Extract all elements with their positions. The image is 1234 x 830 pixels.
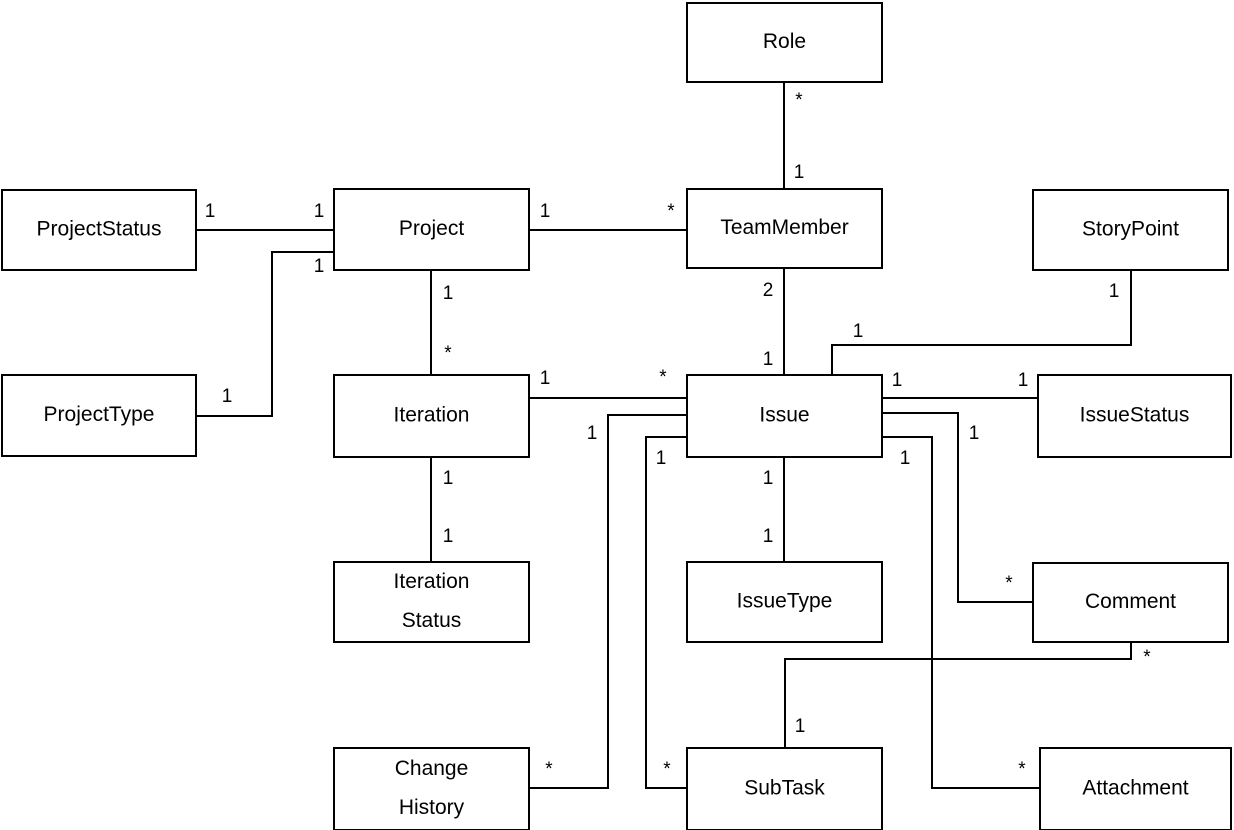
- multiplicity-label: 1: [969, 423, 980, 444]
- multiplicity-label: 2: [763, 280, 774, 301]
- entity-label: ProjectType: [44, 403, 155, 426]
- multiplicity-label: *: [1005, 573, 1013, 594]
- entity-label: StoryPoint: [1082, 218, 1179, 241]
- relationship-edge: [882, 436, 1040, 789]
- multiplicity-label: *: [1018, 759, 1026, 780]
- multiplicity-label: 1: [794, 162, 805, 183]
- entity-box-iteration[interactable]: Iteration: [333, 374, 530, 458]
- entity-rect[interactable]: [686, 188, 883, 269]
- multiplicity-label: 1: [763, 349, 774, 370]
- multiplicity-label: *: [663, 759, 671, 780]
- entity-rect[interactable]: [1037, 374, 1232, 458]
- multiplicity-label: 1: [540, 368, 551, 389]
- entity-rect[interactable]: [333, 188, 530, 271]
- relationship-edges-layer: [196, 82, 1132, 789]
- multiplicity-label: 1: [763, 526, 774, 547]
- multiplicity-labels-layer: 1 1 1 1 1 * * 1 2 1 1 * 1 * 1 1 1 1 1 1 1 1 1 1 1 1 * * 1 * * *: [205, 90, 1152, 780]
- entity-box-attachment[interactable]: Attachment: [1039, 747, 1232, 830]
- relationship-edge: [645, 436, 687, 789]
- multiplicity-label: 1: [892, 370, 903, 391]
- entity-box-issue[interactable]: Issue: [686, 374, 883, 458]
- entity-label: IssueStatus: [1080, 404, 1190, 427]
- multiplicity-label: *: [444, 343, 452, 364]
- entity-label: TeamMember: [720, 216, 848, 239]
- multiplicity-label: 1: [656, 448, 667, 469]
- entity-box-sub-task[interactable]: SubTask: [686, 747, 883, 830]
- entity-rect[interactable]: [686, 561, 883, 643]
- multiplicity-label: 1: [205, 201, 216, 222]
- entity-label: Status: [402, 609, 462, 632]
- entity-label: Iteration: [394, 570, 470, 593]
- entity-label: Issue: [759, 404, 809, 427]
- entity-rect[interactable]: [1039, 747, 1232, 830]
- entity-box-project[interactable]: Project: [333, 188, 530, 271]
- multiplicity-label: 1: [540, 201, 551, 222]
- entity-label: IssueType: [737, 590, 833, 613]
- entity-rect[interactable]: [1032, 189, 1229, 271]
- entity-rect[interactable]: [333, 747, 530, 830]
- entity-rect[interactable]: [333, 374, 530, 458]
- multiplicity-label: *: [795, 90, 803, 111]
- multiplicity-label: 1: [314, 201, 325, 222]
- multiplicity-label: *: [545, 759, 553, 780]
- entity-label: History: [399, 796, 465, 819]
- entity-rect[interactable]: [686, 374, 883, 458]
- entity-label: Attachment: [1082, 777, 1188, 800]
- entity-rect[interactable]: [1032, 562, 1229, 643]
- relationship-edge: [882, 412, 1033, 603]
- multiplicity-label: *: [667, 201, 675, 222]
- entity-box-comment[interactable]: Comment: [1032, 562, 1229, 643]
- multiplicity-label: 1: [587, 423, 598, 444]
- entity-box-team-member[interactable]: TeamMember: [686, 188, 883, 269]
- entity-label: Change: [395, 757, 469, 780]
- entity-box-role[interactable]: Role: [686, 2, 883, 83]
- multiplicity-label: 1: [314, 256, 325, 277]
- entity-box-project-type[interactable]: ProjectType: [1, 374, 197, 457]
- relationship-edge: [529, 414, 687, 789]
- multiplicity-label: *: [659, 367, 667, 388]
- entity-label: Project: [399, 217, 465, 240]
- multiplicity-label: *: [1143, 647, 1151, 668]
- entity-box-issue-status[interactable]: IssueStatus: [1037, 374, 1232, 458]
- multiplicity-label: 1: [763, 468, 774, 489]
- entity-label: Comment: [1085, 590, 1176, 613]
- entity-rect[interactable]: [686, 747, 883, 830]
- multiplicity-label: 1: [443, 468, 454, 489]
- multiplicity-label: 1: [853, 321, 864, 342]
- multiplicity-label: 1: [1109, 281, 1120, 302]
- relationship-edge: [831, 270, 1132, 375]
- entity-label: SubTask: [744, 777, 825, 800]
- multiplicity-label: 1: [900, 448, 911, 469]
- multiplicity-label: 1: [222, 386, 233, 407]
- entity-box-project-status[interactable]: ProjectStatus: [1, 189, 197, 271]
- multiplicity-label: 1: [1018, 370, 1029, 391]
- entity-rect[interactable]: [686, 2, 883, 83]
- relationship-edge: [784, 642, 1132, 748]
- entity-rect[interactable]: [333, 561, 530, 643]
- relationship-edge: [196, 251, 334, 417]
- entity-label: Iteration: [394, 404, 470, 427]
- entity-rect[interactable]: [1, 189, 197, 271]
- entity-label: Role: [763, 30, 806, 53]
- multiplicity-label: 1: [443, 283, 454, 304]
- entity-rect[interactable]: [1, 374, 197, 457]
- multiplicity-label: 1: [795, 716, 806, 737]
- entity-box-issue-type[interactable]: IssueType: [686, 561, 883, 643]
- entity-label: ProjectStatus: [37, 218, 162, 241]
- multiplicity-label: 1: [443, 526, 454, 547]
- entity-box-story-point[interactable]: StoryPoint: [1032, 189, 1229, 271]
